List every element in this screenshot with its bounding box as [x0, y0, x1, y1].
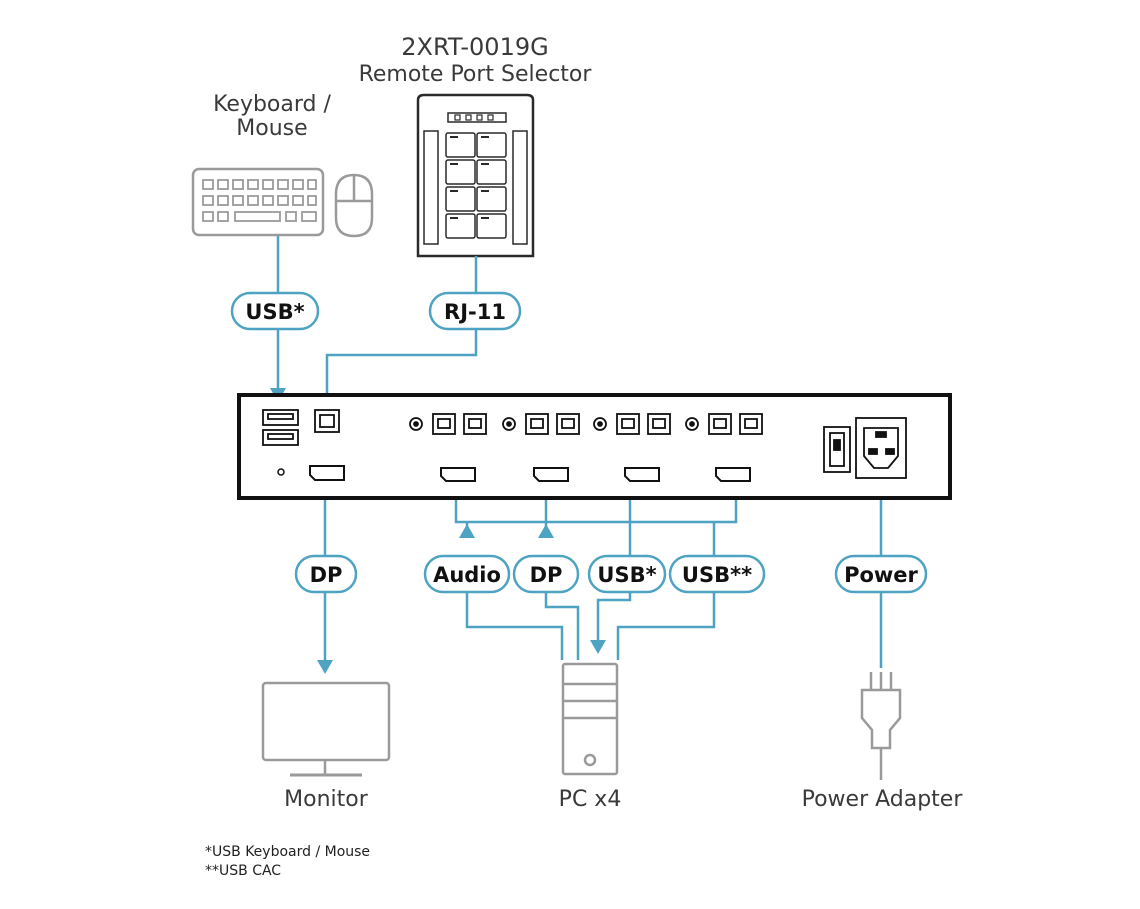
remote-port-selector-device: [416, 93, 535, 258]
monitor-label: Monitor: [284, 787, 369, 812]
footnote-usb-cac: **USB CAC: [205, 863, 281, 879]
arrow-to-monitor: [317, 660, 333, 674]
svg-text:USB*: USB*: [245, 300, 304, 324]
pill-usb-cac: USB**: [668, 554, 766, 594]
arrow-audio-up: [459, 524, 475, 538]
svg-text:USB*: USB*: [597, 563, 656, 587]
pill-power: Power: [834, 554, 928, 594]
led-indicator: [277, 468, 285, 476]
footnote-usb-keyboard: *USB Keyboard / Mouse: [205, 844, 370, 860]
keyboard-icon: [191, 167, 325, 237]
monitor-icon: [261, 681, 391, 777]
console-usb-ports: [262, 409, 299, 446]
kvm-rear-panel: [237, 393, 952, 500]
svg-text:Power: Power: [844, 563, 918, 587]
pc-tower-icon: [561, 662, 619, 776]
svg-text:DP: DP: [310, 563, 343, 587]
pill-rj11: RJ-11: [428, 291, 522, 331]
svg-text:RJ-11: RJ-11: [444, 300, 506, 324]
rj11-port: [314, 409, 340, 433]
pc-port-group-4: [685, 413, 763, 482]
svg-text:USB**: USB**: [682, 563, 752, 587]
arrow-dp-up: [538, 524, 554, 538]
pill-dp-pc: DP: [512, 554, 580, 594]
selector-model: 2XRT-0019G: [401, 33, 548, 61]
console-dp-port: [309, 465, 345, 481]
mouse-icon: [334, 173, 374, 238]
power-switch: [823, 426, 851, 473]
pc-port-group-2: [502, 413, 580, 482]
svg-text:DP: DP: [530, 563, 563, 587]
keyboard-mouse-label-line2: Mouse: [236, 116, 307, 141]
power-adapter-label: Power Adapter: [802, 787, 964, 812]
arrow-to-pc: [590, 640, 606, 654]
keyboard-mouse-label-line1: Keyboard /: [213, 92, 331, 117]
pc-port-group-1: [409, 413, 487, 482]
pc-port-group-3: [593, 413, 671, 482]
pill-usb-keyboard: USB*: [230, 291, 320, 331]
pill-audio: Audio: [423, 554, 511, 594]
svg-text:Audio: Audio: [433, 563, 501, 587]
power-plug-icon: [860, 672, 902, 780]
pc-label: PC x4: [559, 787, 622, 812]
selector-subtitle: Remote Port Selector: [359, 62, 593, 87]
pill-usb-pc: USB*: [587, 554, 667, 594]
power-inlet: [855, 417, 907, 479]
pill-dp-monitor: DP: [294, 554, 358, 594]
